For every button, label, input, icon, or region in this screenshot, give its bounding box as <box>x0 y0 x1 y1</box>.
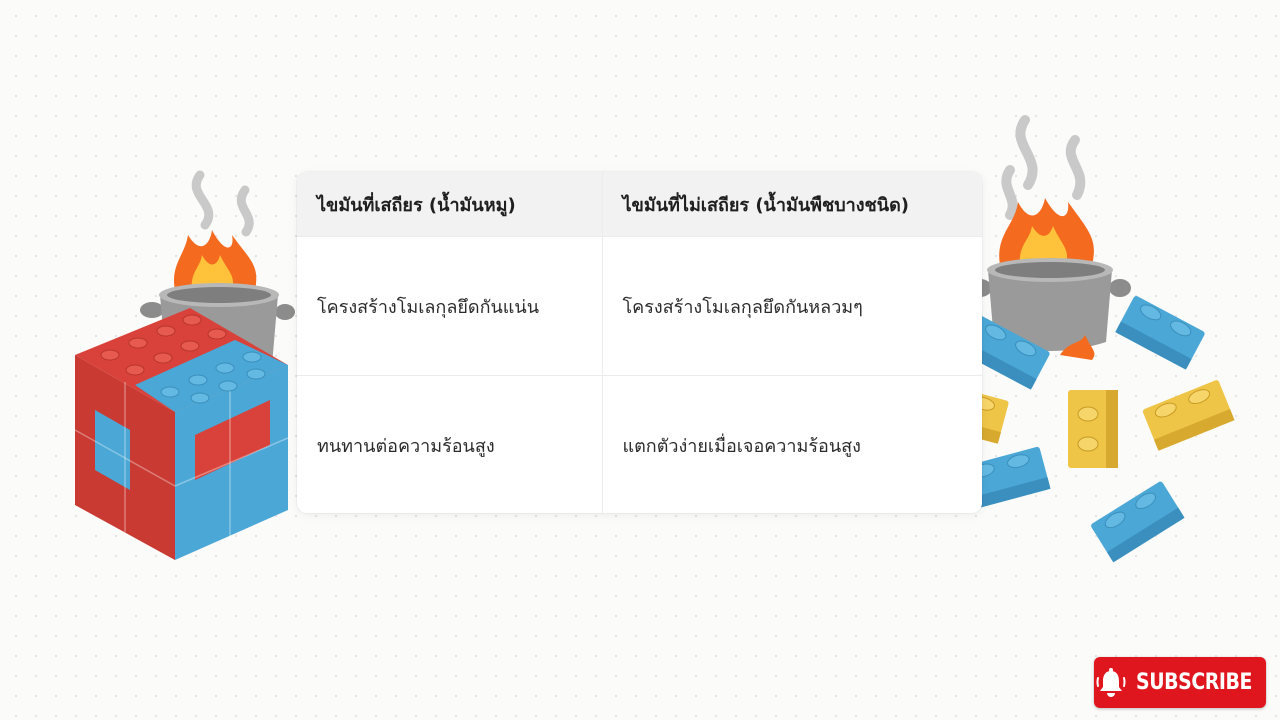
yellow-brick-icon <box>1142 380 1235 451</box>
subscribe-button[interactable]: SUBSCRIBE <box>1094 657 1266 708</box>
table-cell: แตกตัวง่ายเมื่อเจอความร้อนสูง <box>601 375 982 513</box>
table-cell: โครงสร้างโมเลกุลยึดกันหลวมๆ <box>601 236 982 376</box>
table-row: ทนทานต่อความร้อนสูง แตกตัวง่ายเมื่อเจอคว… <box>297 375 982 513</box>
header-stable-fat: ไขมันที่เสถียร (น้ำมันหมู) <box>297 172 602 237</box>
table-row: โครงสร้างโมเลกุลยึดกันแน่น โครงสร้างโมเล… <box>297 236 982 376</box>
right-illustration <box>918 115 1235 563</box>
table-cell: ทนทานต่อความร้อนสูง <box>297 375 602 513</box>
flame-icon <box>999 198 1094 265</box>
steam-icon <box>191 170 254 237</box>
comparison-table-card: ไขมันที่เสถียร (น้ำมันหมู) ไขมันที่ไม่เส… <box>297 172 982 513</box>
blue-brick-icon <box>1115 296 1205 370</box>
comparison-table: ไขมันที่เสถียร (น้ำมันหมู) ไขมันที่ไม่เส… <box>297 172 982 513</box>
cooking-pot-icon <box>968 258 1131 360</box>
blue-brick-icon <box>1091 481 1185 563</box>
left-illustration <box>74 170 295 560</box>
steam-icon <box>1001 115 1086 220</box>
subscribe-label: SUBSCRIBE <box>1136 670 1253 695</box>
header-unstable-fat: ไขมันที่ไม่เสถียร (น้ำมันพืชบางชนิด) <box>601 172 982 237</box>
table-header-row: ไขมันที่เสถียร (น้ำมันหมู) ไขมันที่ไม่เส… <box>297 172 982 237</box>
bell-icon <box>1094 657 1128 708</box>
flame-icon <box>173 230 257 290</box>
stacked-brick-cube-icon <box>74 308 289 560</box>
table-cell: โครงสร้างโมเลกุลยึดกันแน่น <box>297 236 602 376</box>
yellow-brick-icon <box>1068 390 1118 468</box>
